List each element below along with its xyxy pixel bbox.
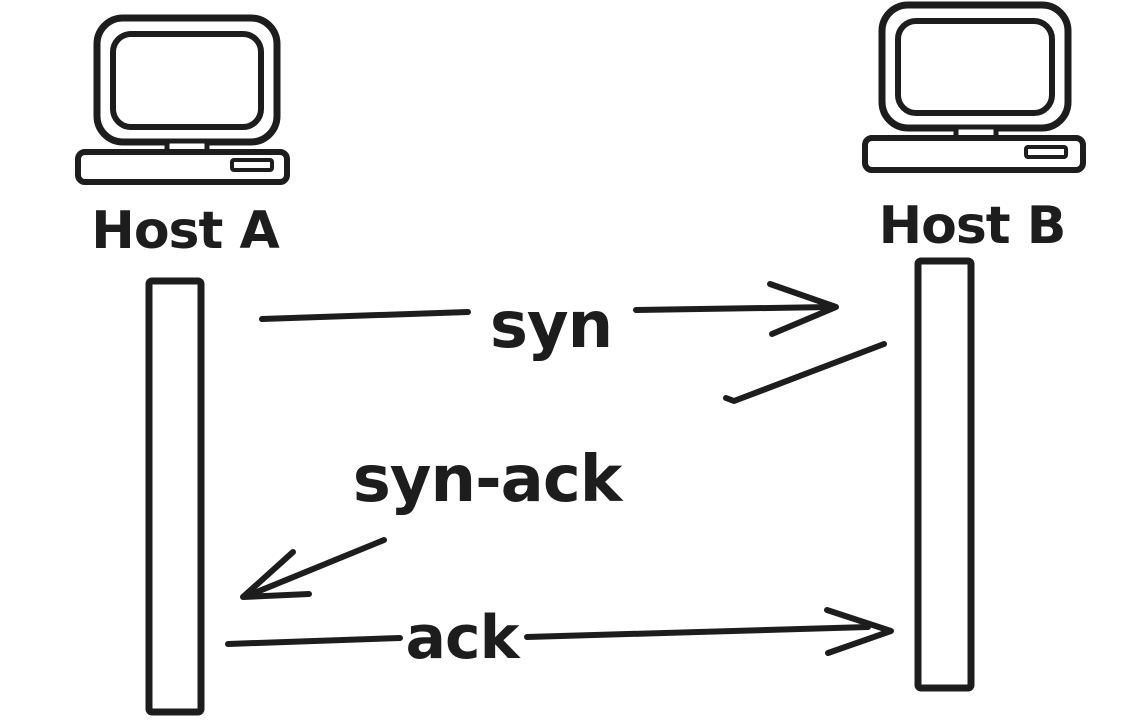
message-syn-ack: syn-ack [240,341,887,600]
syn-ack-arrow-line-upper [723,341,887,404]
host-b-lifeline [914,257,975,692]
host-b-node: Host B [862,1,1086,692]
message-ack: ack [225,603,894,673]
syn-arrow-line-right [633,304,835,313]
ack-arrow-line-right [524,624,871,640]
monitor-screen [110,31,264,130]
host-a-node: Host A [75,14,290,716]
host-a-lifeline [145,277,205,716]
ack-label: ack [406,603,522,673]
monitor-screen [895,18,1055,116]
ack-arrow-line-left [225,635,403,647]
computer-base [75,149,290,185]
syn-arrow-line-left [259,309,471,322]
desktop-computer-icon [75,14,290,185]
disk-slot [230,158,274,172]
host-b-label: Host B [879,196,1066,256]
desktop-computer-icon [862,1,1086,173]
syn-ack-label: syn-ack [353,443,624,517]
message-syn: syn [259,281,839,363]
disk-slot [1024,145,1068,159]
host-a-label: Host A [91,201,279,261]
syn-ack-arrow-line-lower [244,537,387,599]
syn-arrowhead-right-icon [767,281,839,337]
syn-label: syn [490,289,612,363]
syn-ack-arrowhead-left-icon [240,549,312,600]
computer-base [862,135,1086,173]
ack-arrowhead-right-icon [824,607,894,656]
